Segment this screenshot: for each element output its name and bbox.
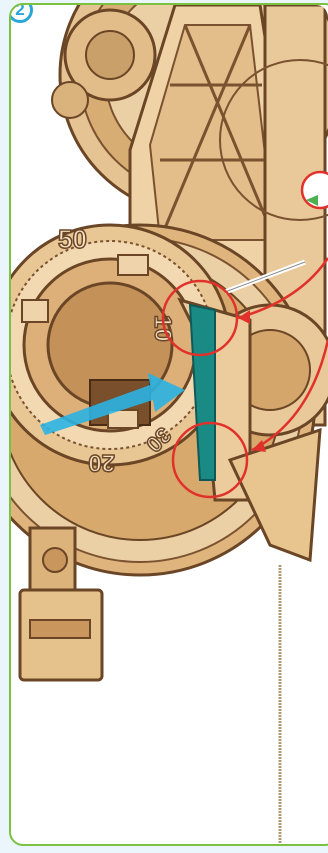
dial-number-50: 50 [58, 224, 87, 254]
dial-number-20: 20 [88, 449, 115, 476]
